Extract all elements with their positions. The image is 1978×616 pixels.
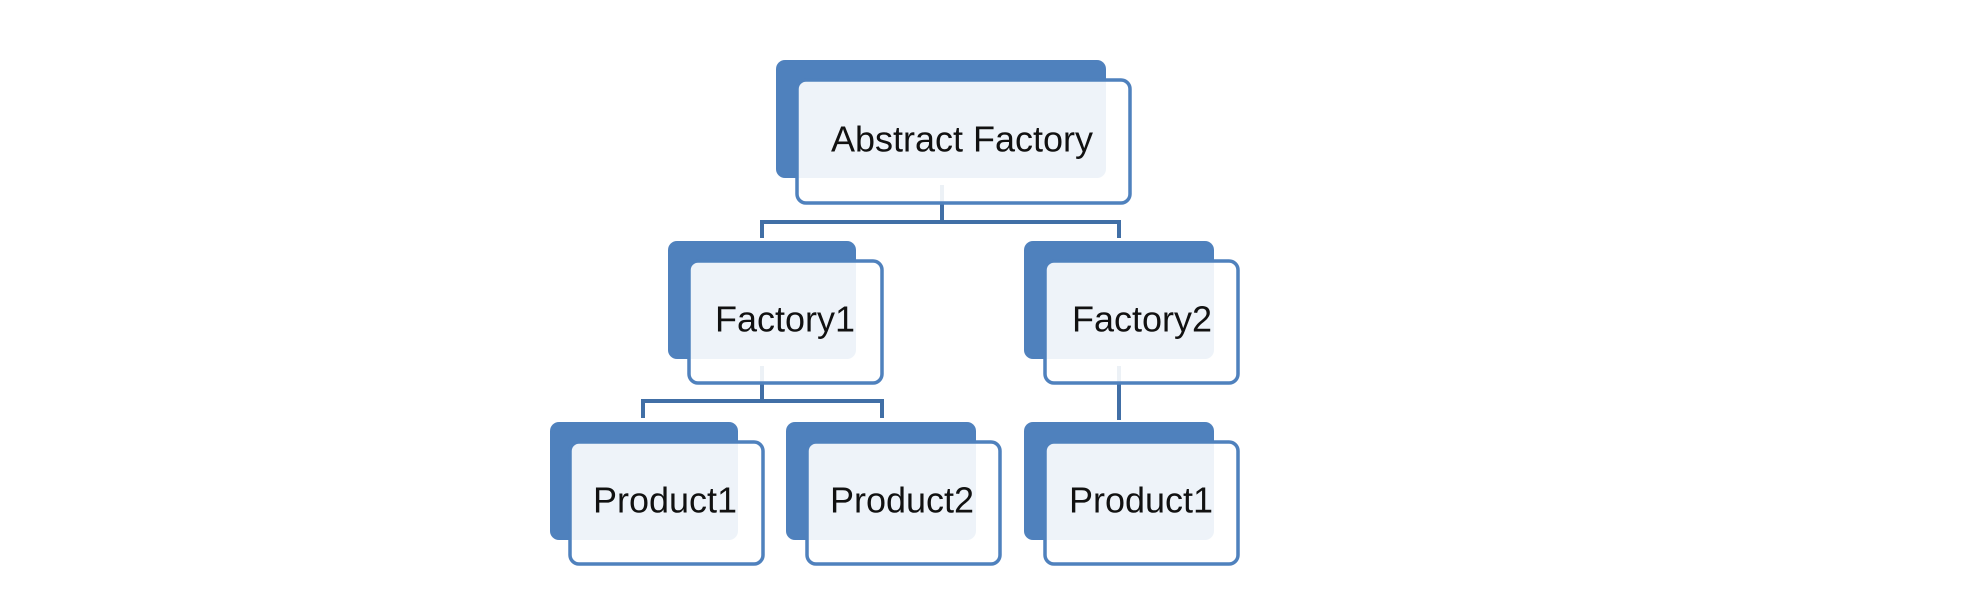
node-factory1-product2-box: [805, 440, 1002, 566]
node-abstract-factory: Abstract Factory: [776, 60, 1132, 205]
node-factory1-product1-box: [568, 440, 765, 566]
node-factory1-product1: Product1: [550, 422, 765, 566]
node-factory1-box: [687, 259, 884, 385]
node-factory2-box: [1043, 259, 1240, 385]
node-factory2-product1: Product1: [1024, 422, 1240, 566]
node-factory2-product1-label: Product1: [1069, 480, 1213, 521]
node-factory1-product2-label: Product2: [830, 480, 974, 521]
node-abstract-factory-box: [795, 78, 1132, 205]
node-factory2-label: Factory2: [1072, 299, 1212, 340]
node-factory1-product2: Product2: [786, 422, 1002, 566]
node-factory1-product1-label: Product1: [593, 480, 737, 521]
node-factory2: Factory2: [1024, 241, 1240, 385]
node-factory2-product1-box: [1043, 440, 1240, 566]
node-factory1-label: Factory1: [715, 299, 855, 340]
node-abstract-factory-label: Abstract Factory: [831, 119, 1093, 160]
node-factory1: Factory1: [668, 241, 884, 385]
